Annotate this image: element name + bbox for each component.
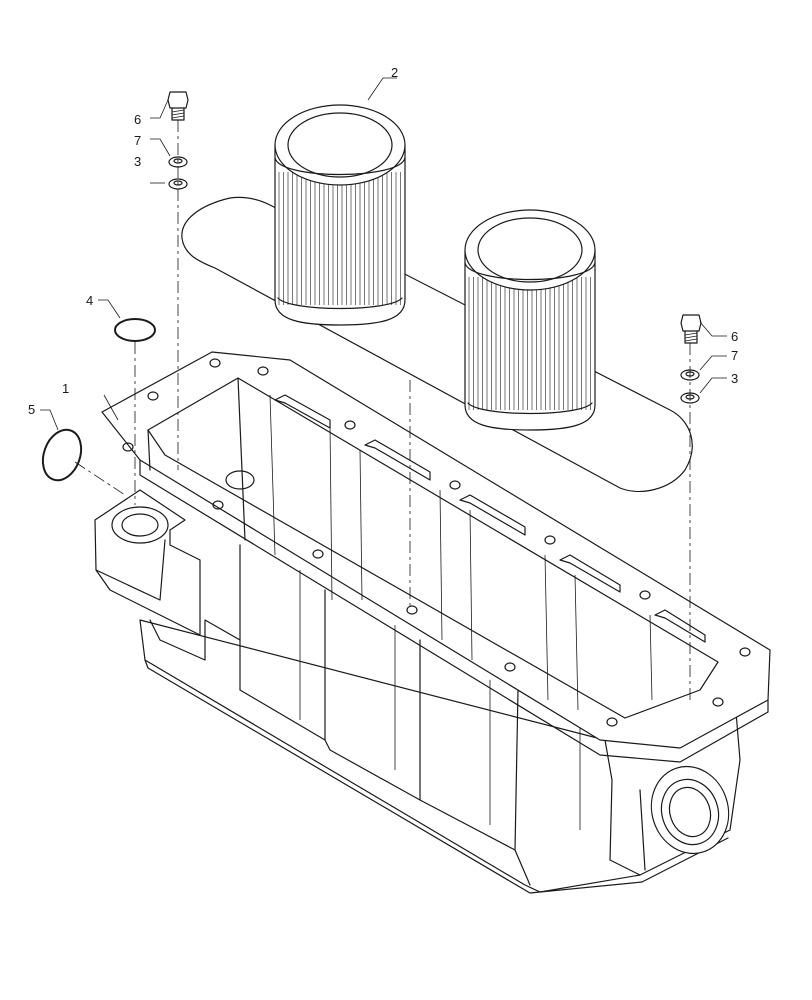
callout-1: 1 bbox=[62, 381, 69, 396]
callout-2: 2 bbox=[391, 65, 398, 80]
filter-element-2 bbox=[464, 209, 596, 431]
callout-7-left: 7 bbox=[134, 133, 141, 148]
filter-plate-assembly bbox=[181, 104, 693, 492]
leader-lines bbox=[40, 77, 727, 431]
callout-4: 4 bbox=[86, 293, 93, 308]
callout-3-left: 3 bbox=[134, 154, 141, 169]
o-ring-4 bbox=[114, 318, 156, 342]
callout-7-right: 7 bbox=[731, 348, 738, 363]
callout-3-right: 3 bbox=[731, 371, 738, 386]
callout-5: 5 bbox=[28, 402, 35, 417]
callout-6-left: 6 bbox=[134, 112, 141, 127]
assembly-center-lines bbox=[74, 120, 691, 700]
bolt-stack-right bbox=[680, 314, 702, 404]
filter-element-1 bbox=[274, 104, 406, 326]
callout-6-right: 6 bbox=[731, 329, 738, 344]
oil-pan bbox=[94, 351, 771, 894]
flange-holes bbox=[122, 358, 751, 727]
o-ring-5 bbox=[41, 428, 83, 482]
